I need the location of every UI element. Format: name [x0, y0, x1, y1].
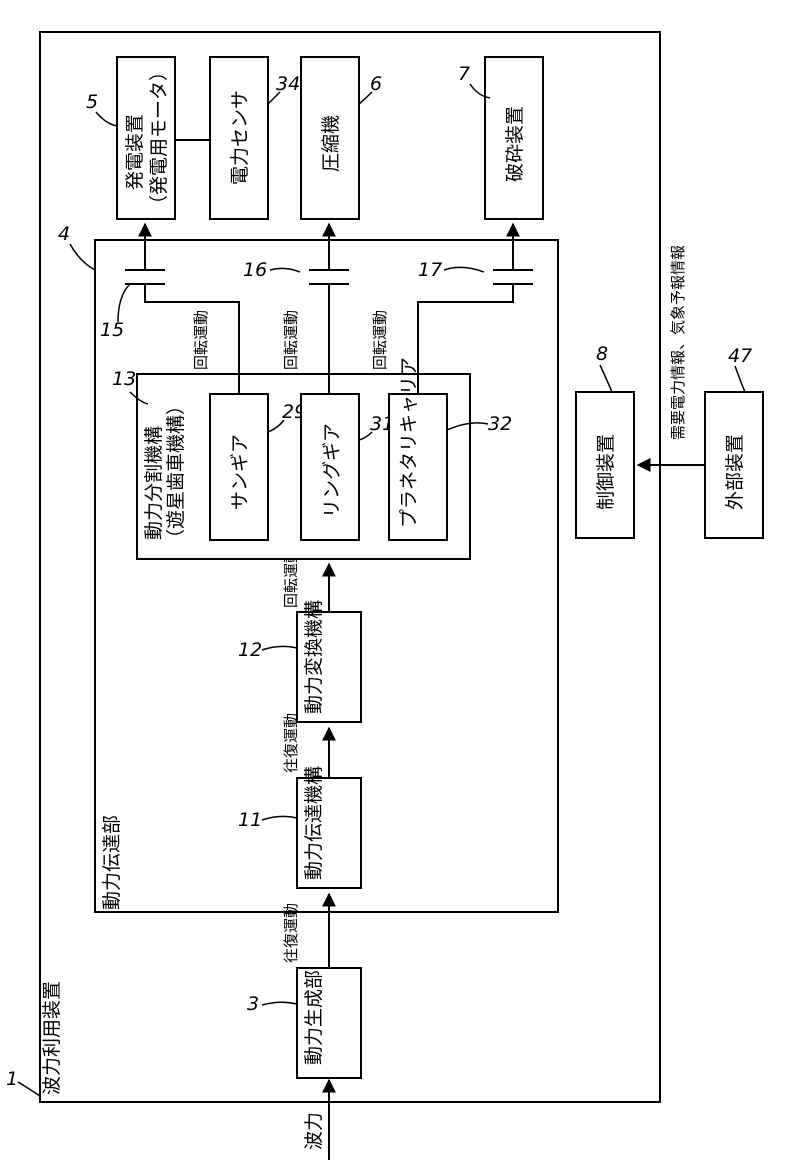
rotation-label-sun: 回転運動 — [192, 310, 210, 370]
ref-8: 8 — [596, 343, 608, 365]
transmission-label: 動力伝達部 — [101, 815, 123, 910]
ref-11: 11 — [238, 809, 262, 831]
ref-5: 5 — [86, 91, 98, 113]
leader-16 — [270, 268, 300, 272]
leader-11 — [262, 816, 297, 820]
split-mech-label: 動力分割機構 — [143, 426, 165, 540]
leader-3 — [262, 1002, 297, 1005]
ref-16: 16 — [243, 259, 267, 281]
leader-34 — [268, 92, 280, 104]
controller-label: 制御装置 — [595, 434, 617, 510]
generator-sub-label: （発電用モータ） — [148, 62, 170, 214]
wave-power-label: 波力 — [303, 1112, 325, 1150]
ref-6: 6 — [370, 73, 382, 95]
reciprocating-label-1: 往復運動 — [282, 903, 300, 963]
device-label: 波力利用装置 — [41, 981, 63, 1095]
ref-4: 4 — [58, 223, 70, 245]
ref-7: 7 — [458, 63, 470, 85]
leader-1 — [18, 1082, 40, 1096]
leader-6 — [359, 92, 372, 104]
info-label: 需要電力情報、気象予報情報 — [669, 245, 687, 440]
ref-1: 1 — [6, 1068, 18, 1090]
carrier-label: プラネタリキャリア — [398, 357, 420, 528]
leader-17 — [444, 267, 484, 272]
rotation-label-carrier: 回転運動 — [371, 310, 389, 370]
ref-15: 15 — [100, 319, 124, 341]
leader-4 — [70, 244, 95, 270]
compressor-label: 圧縮機 — [320, 115, 342, 172]
trans-mech-label: 動力伝達機構 — [303, 766, 325, 880]
conv-mech-label: 動力変換機構 — [303, 600, 325, 714]
ref-12: 12 — [238, 639, 262, 661]
sun-gear-label: サンギア — [229, 434, 251, 510]
split-mech-sub-label: （遊星歯車機構） — [165, 396, 187, 548]
ref-3: 3 — [247, 993, 259, 1015]
ref-47: 47 — [728, 345, 752, 367]
leader-5 — [96, 112, 117, 126]
gen-unit-label: 動力生成部 — [303, 970, 325, 1065]
ref-17: 17 — [418, 259, 442, 281]
leader-47 — [735, 366, 745, 392]
ref-13: 13 — [112, 368, 136, 390]
ref-32: 32 — [488, 413, 512, 435]
leader-15 — [118, 284, 130, 322]
external-label: 外部装置 — [724, 434, 746, 510]
rotation-label-ring: 回転運動 — [282, 310, 300, 370]
power-sensor-label: 電力センサ — [229, 90, 251, 185]
ring-gear-label: リングギア — [321, 423, 343, 518]
crusher-label: 破砕装置 — [504, 106, 526, 182]
leader-12 — [262, 646, 297, 650]
leader-8 — [600, 365, 612, 392]
generator-label: 発電装置 — [124, 114, 146, 190]
